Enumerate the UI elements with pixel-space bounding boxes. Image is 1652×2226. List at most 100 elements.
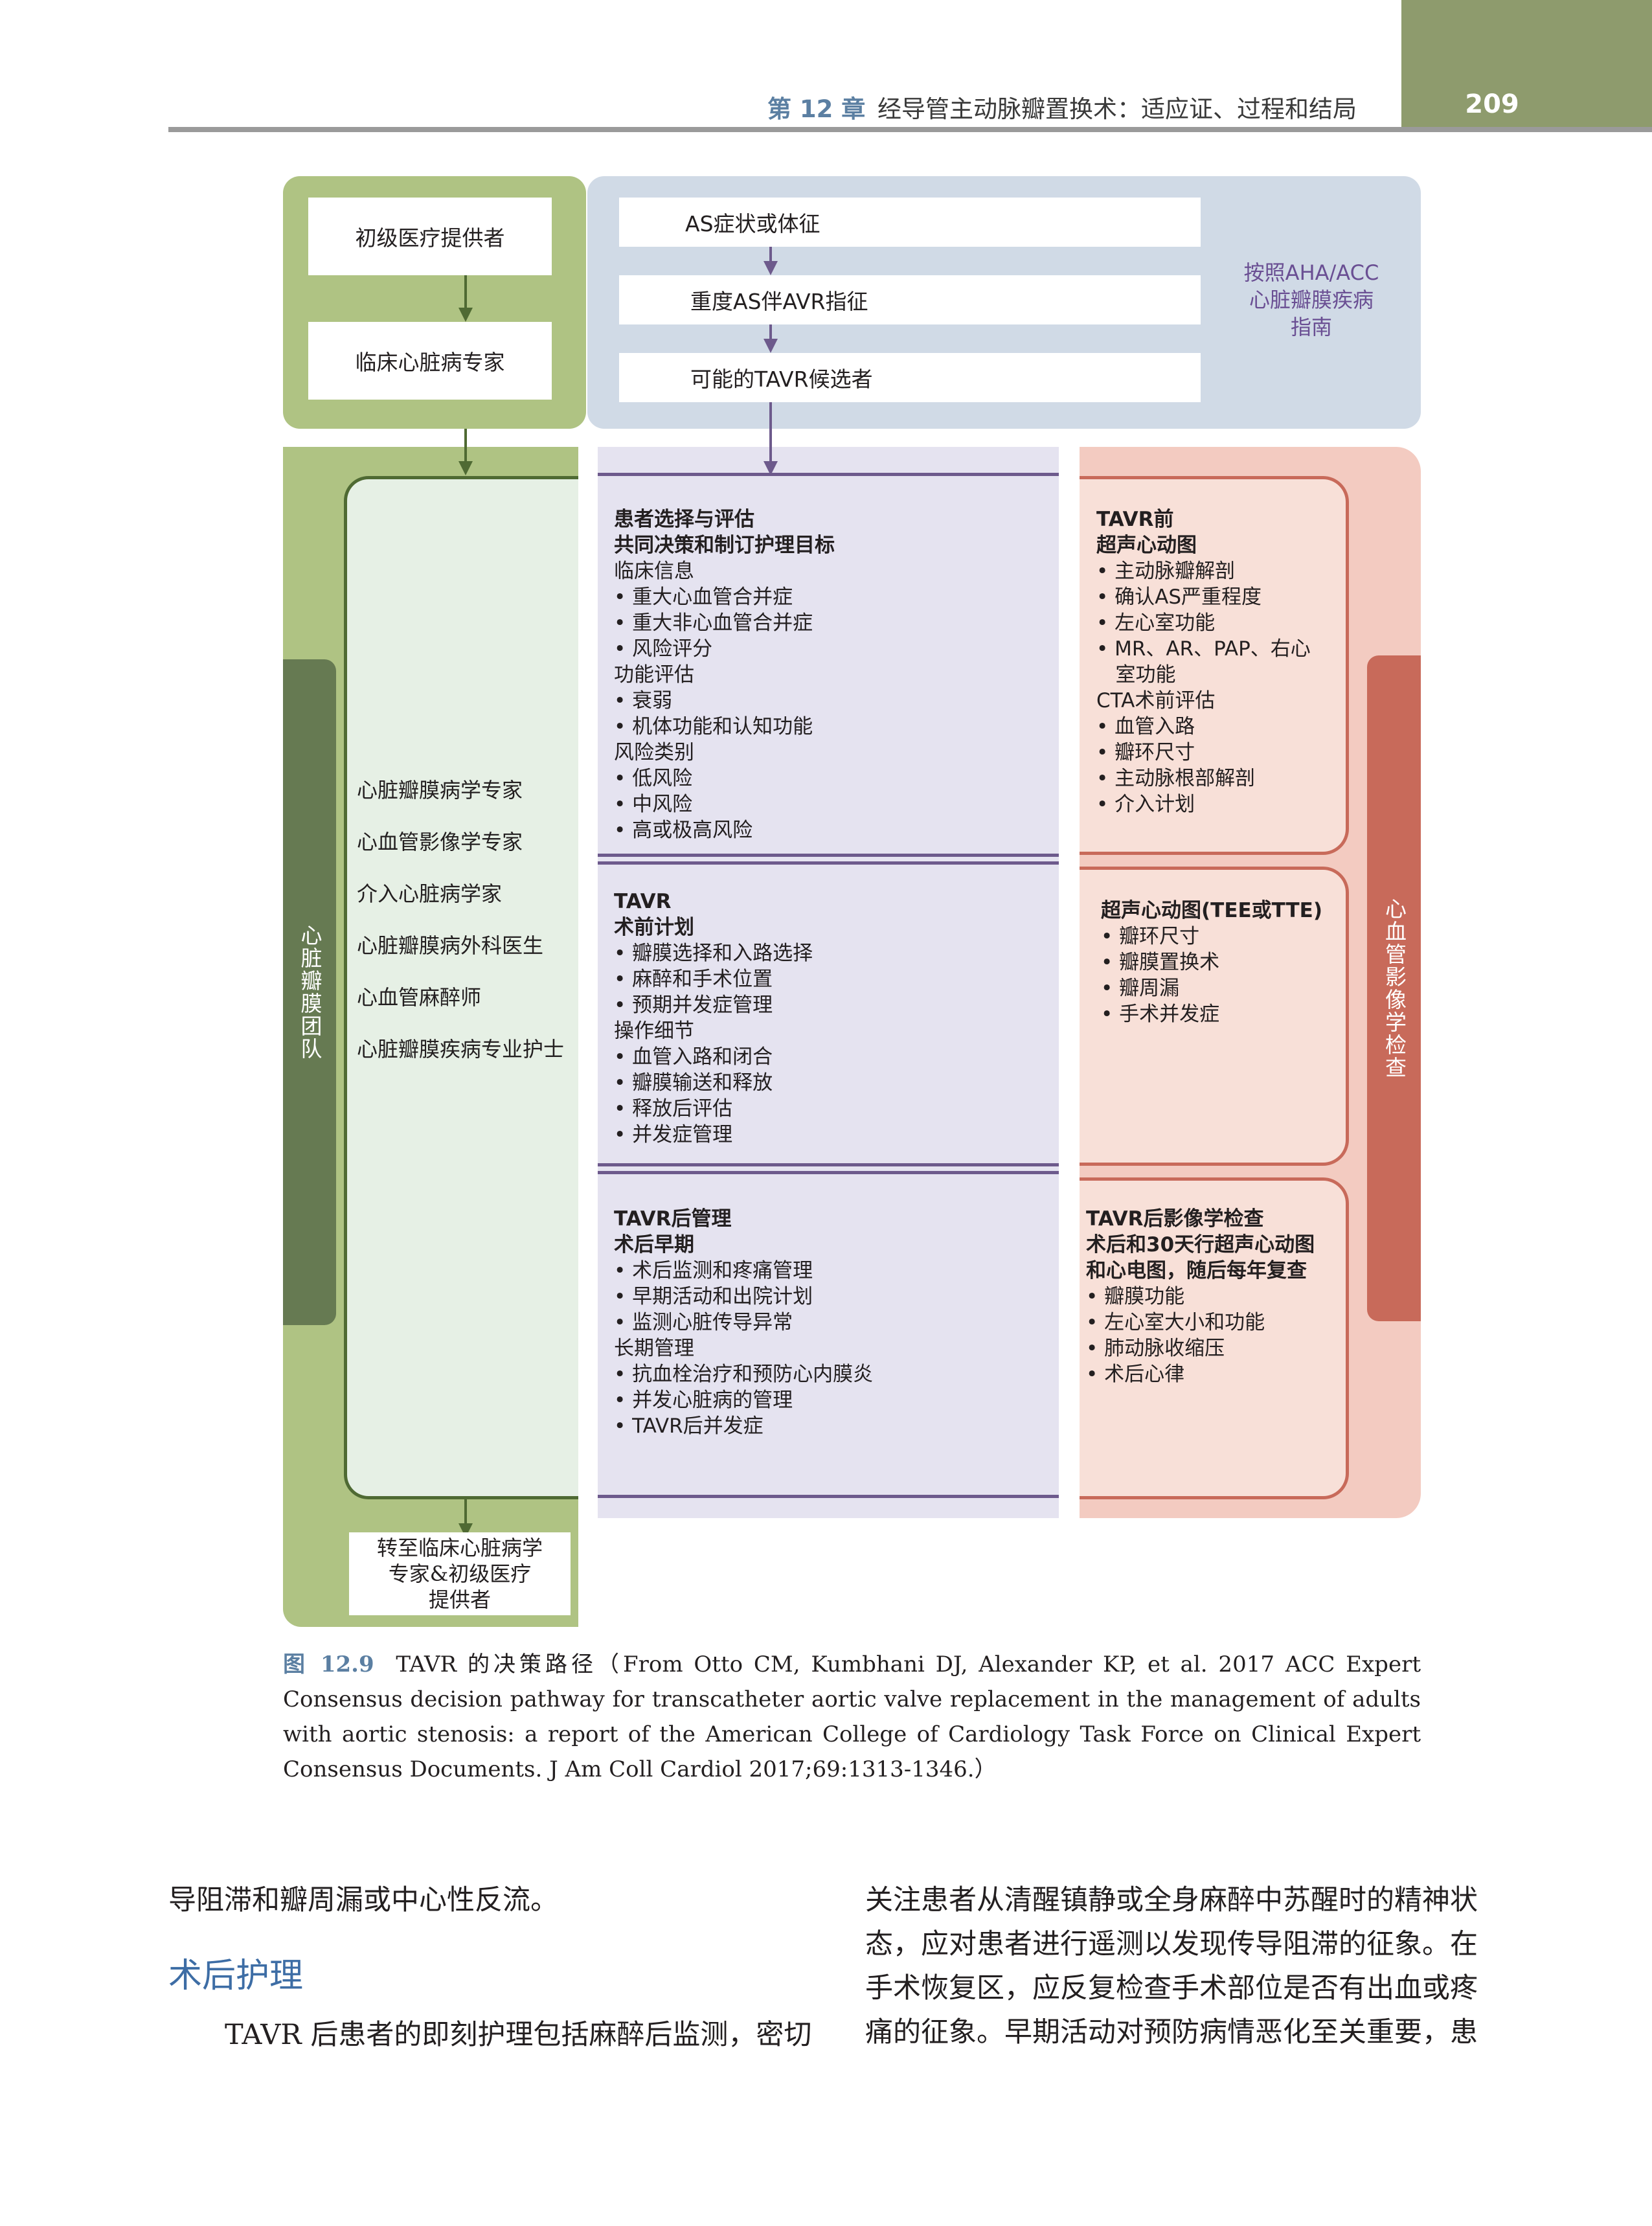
section-rule [598,473,1059,476]
section-line: • 衰弱 [614,689,673,712]
figure-caption: 图 12.9 TAVR 的决策路径（From Otto CM, Kumbhani… [283,1647,1421,1787]
section-line: 共同决策和制订护理目标 [614,534,835,557]
team-member: 心血管影像学专家 [357,830,523,854]
section-line: 临床信息 [614,560,694,583]
imaging-label: 心血管影像学检查 [1381,898,1407,1079]
section-line: 室功能 [1096,663,1176,687]
tavr-candidate-box: 可能的TAVR候选者 [619,353,1201,402]
arrow-head [764,461,778,475]
section-line: 超声心动图(TEE或TTE) [1101,899,1323,922]
section-line: • 并发症管理 [614,1123,733,1146]
section-line: • 左心室大小和功能 [1086,1311,1265,1334]
section-line: • 机体功能和认知功能 [614,715,813,738]
severe-as-box: 重度AS伴AVR指征 [619,275,1201,324]
section-line: 功能评估 [614,663,694,687]
arrow-head [764,261,778,275]
section-line: 超声心动图 [1096,534,1197,557]
section-line: • 血管入路和闭合 [614,1045,773,1069]
chapter-label: 第 12 章 [767,95,866,123]
imaging-box-pre [1080,476,1349,855]
page-number: 209 [1465,89,1519,119]
imaging-label-bar: 心血管影像学检查 [1367,655,1421,1321]
severe-as-label: 重度AS伴AVR指征 [690,289,868,314]
section-line: • 血管入路 [1096,715,1195,738]
section-line: • 主动脉根部解剖 [1096,767,1256,790]
team-inner-panel [344,476,578,1499]
section-line: 长期管理 [614,1337,694,1360]
figure: 初级医疗提供者 临床心脏病专家 AS症状或体征 重度AS伴AVR指征 可能的TA… [283,176,1421,1627]
section-line: 风险类别 [614,741,694,764]
section-line: • 肺动脉收缩压 [1086,1337,1225,1360]
section-rule [598,1163,1059,1166]
section-line: 术后和30天行超声心动图 [1086,1233,1315,1256]
section-line: • 重大心血管合并症 [614,585,793,609]
section-line: TAVR后影像学检查 [1086,1207,1264,1231]
guideline-line: 指南 [1290,315,1332,339]
left-column-line: 导阻滞和瓣周漏或中心性反流。 [168,1884,558,1916]
section-rule [598,1495,1059,1498]
as-symptoms-box: AS症状或体征 [619,198,1201,247]
caption-label: 图 12.9 [283,1652,374,1677]
page-number-tab [1401,0,1652,128]
pre-tavr-imaging-section: TAVR前 超声心动图 • 主动脉瓣解剖 • 确认AS严重程度 • 左心室功能 … [1096,506,1311,817]
section-line: • 重大非心血管合并症 [614,611,813,635]
section-line: • 瓣膜置换术 [1101,951,1220,974]
patient-selection-section: 患者选择与评估 共同决策和制订护理目标 临床信息 • 重大心血管合并症 • 重大… [614,506,835,843]
referral-back-line: 提供者 [428,1587,491,1612]
section-line: • 并发心脏病的管理 [614,1389,793,1412]
section-line: • 高或极高风险 [614,819,753,842]
section-line: • 术后心律 [1086,1363,1185,1386]
right-column-line: 关注患者从清醒镇静或全身麻醉中苏醒时的精神状 [865,1884,1478,1916]
right-column-line: 态，应对患者进行遥测以发现传导阻滞的征象。在 [865,1928,1478,1960]
section-line: CTA术前评估 [1096,689,1216,712]
guideline-line: 心脏瓣膜疾病 [1249,288,1374,312]
section-line: • 左心室功能 [1096,611,1216,635]
section-line: • 瓣膜输送和释放 [614,1071,773,1095]
right-column-line: 痛的征象。早期活动对预防病情恶化至关重要，患 [865,2016,1478,2049]
imaging-box-intra [1080,867,1349,1166]
team-label-bar: 心脏瓣膜团队 [283,659,336,1325]
section-line: 患者选择与评估 [614,508,754,531]
arrow-line [464,1499,467,1525]
as-symptoms-label: AS症状或体征 [685,211,820,236]
right-column: 关注患者从清醒镇静或全身麻醉中苏醒时的精神状 态，应对患者进行遥测以发现传导阻滞… [865,1878,1478,2054]
primary-care-box: 初级医疗提供者 [308,198,552,275]
referral-back-box: 转至临床心脏病学 专家&初级医疗 提供者 [349,1532,571,1615]
section-line: • 中风险 [614,793,693,816]
section-line: TAVR [614,890,672,913]
section-line: • 早期活动和出院计划 [614,1285,813,1308]
section-line: 术前计划 [614,916,694,939]
arrow-line [769,402,772,462]
section-line: • MR、AR、PAP、右心 [1096,637,1311,661]
section-line: • 监测心脏传导异常 [614,1311,793,1334]
section-line: • 主动脉瓣解剖 [1096,560,1236,583]
section-rule [598,861,1059,865]
section-rule [598,1171,1059,1174]
header-rule [168,127,1652,132]
section-rule [598,854,1059,857]
team-label: 心脏瓣膜团队 [297,924,322,1060]
right-column-line: 手术恢复区，应反复检查手术部位是否有出血或疼 [865,1972,1478,2005]
section-line: • 瓣膜功能 [1086,1285,1185,1308]
team-member-list: 心脏瓣膜病学专家 心血管影像学专家 介入心脏病学家 心脏瓣膜病外科医生 心血管麻… [357,764,564,1075]
section-line: • 手术并发症 [1101,1003,1220,1026]
arrow-line [464,275,467,308]
team-member: 介入心脏病学家 [357,881,503,906]
arrow-line [769,324,772,340]
caption-text: TAVR 的决策路径（From Otto CM, Kumbhani DJ, Al… [283,1652,1421,1782]
team-member: 心脏瓣膜病学专家 [357,778,523,802]
section-line: • 低风险 [614,767,693,790]
procedure-column [598,447,1059,1518]
post-tavr-section: TAVR后管理 术后早期 • 术后监测和疼痛管理 • 早期活动和出院计划 • 监… [614,1206,873,1439]
post-tavr-imaging-section: TAVR后影像学检查 术后和30天行超声心动图 和心电图，随后每年复查 • 瓣膜… [1086,1206,1315,1387]
arrow-head [458,461,473,475]
procedure-planning-section: TAVR 术前计划 • 瓣膜选择和入路选择 • 麻醉和手术位置 • 预期并发症管… [614,889,813,1148]
team-member: 心脏瓣膜疾病专业护士 [357,1037,565,1062]
section-line: • 抗血栓治疗和预防心内膜炎 [614,1363,874,1386]
guideline-note: 按照AHA/ACC 心脏瓣膜疾病 指南 [1221,259,1402,341]
section-line: • 瓣环尺寸 [1096,741,1195,764]
primary-care-label: 初级医疗提供者 [355,225,505,251]
section-line: 和心电图，随后每年复查 [1086,1259,1307,1282]
arrow-head [458,308,473,322]
guideline-line: 按照AHA/ACC [1243,260,1379,285]
